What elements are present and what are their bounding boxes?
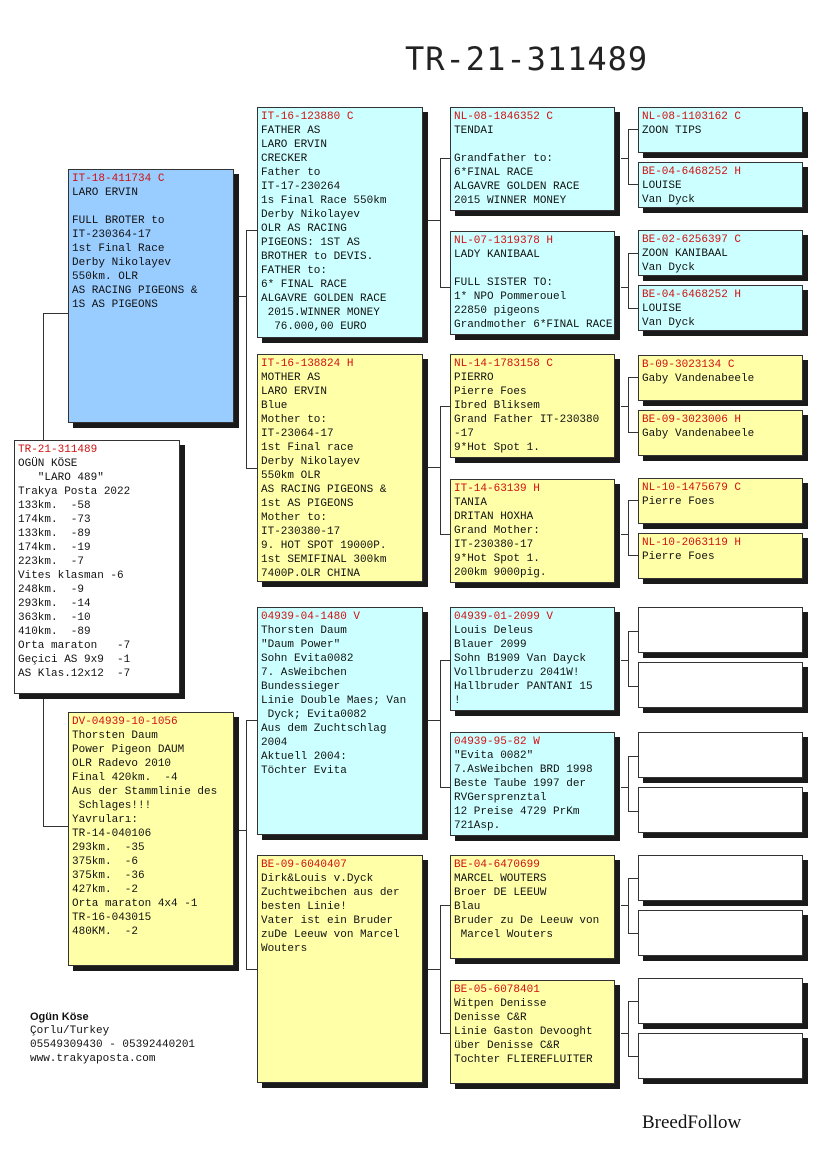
pedigree-card-ddds (638, 978, 803, 1024)
ring-number: NL-08-1846352 C (454, 111, 554, 123)
ring-number: IT-14-63139 H (454, 483, 540, 495)
pedigree-card-sdds: NL-10-1475679 C Pierre Foes (638, 478, 803, 524)
pedigree-card-ddsd (638, 910, 803, 956)
pedigree-card-ssd: NL-07-1319378 H LADY KANIBAAL FULL SISTE… (450, 231, 615, 335)
ring-number: IT-16-123880 C (261, 111, 354, 123)
pigeon-notes: Thorsten Daum Power Pigeon DAUM OLR Rade… (72, 730, 218, 938)
pigeon-notes: LARO ERVIN FULL BROTER to IT-230364-17 1… (72, 187, 198, 311)
pigeon-notes: FATHER AS LARO ERVIN CRECKER Father to I… (261, 125, 387, 333)
pigeon-notes: "Evita 0082" 7.AsWeibchen BRD 1998 Beste… (454, 750, 593, 832)
ring-number: DV-04939-10-1056 (72, 716, 178, 728)
ring-number: BE-04-6470699 (454, 859, 540, 871)
pigeon-notes: ZOON TIPS (642, 125, 702, 137)
ring-number: NL-14-1783158 C (454, 358, 554, 370)
pigeon-notes: Gaby Vandenabeele (642, 428, 755, 440)
pedigree-card-ssds: BE-02-6256397 C ZOON KANIBAAL Van Dyck (638, 230, 803, 276)
pedigree-card-dsdd (638, 787, 803, 833)
ring-number: TR-21-311489 (18, 444, 98, 456)
pigeon-notes: Pierre Foes (642, 551, 715, 563)
pedigree-card-dam-dam: BE-09-6040407 Dirk&Louis v.Dyck Zuchtwei… (257, 855, 423, 1083)
ring-number: B-09-3023134 C (642, 359, 735, 371)
pedigree-card-ddss (638, 855, 803, 901)
pedigree-card-ssdd: BE-04-6468252 H LOUISE Van Dyck (638, 285, 803, 331)
pedigree-card-sssd: BE-04-6468252 H LOUISE Van Dyck (638, 162, 803, 208)
pigeon-notes: PIERRO Pierre Foes Ibred Bliksem Grand F… (454, 372, 600, 454)
pedigree-card-dss: 04939-01-2099 V Louis Deleus Blauer 2099… (450, 607, 615, 711)
ring-number: 04939-95-82 W (454, 736, 540, 748)
ring-number: NL-10-1475679 C (642, 482, 742, 494)
pigeon-notes: MOTHER AS LARO ERVIN Blue Mother to: IT-… (261, 372, 387, 580)
ring-number: BE-09-6040407 (261, 859, 347, 871)
ring-number: NL-10-2063119 H (642, 537, 742, 549)
owner-phones: 05549309430 - 05392440201 (30, 1039, 196, 1051)
pedigree-card-dsd: 04939-95-82 W "Evita 0082" 7.AsWeibchen … (450, 732, 615, 836)
owner-location: Çorlu/Turkey (30, 1025, 110, 1037)
ring-number: IT-18-411734 C (72, 173, 165, 185)
pedigree-card-dam-sire: 04939-04-1480 V Thorsten Daum "Daum Powe… (257, 607, 423, 835)
pedigree-card-dds: BE-04-6470699 MARCEL WOUTERS Broer DE LE… (450, 855, 615, 959)
pedigree-card-sss: NL-08-1846352 C TENDAI Grandfather to: 6… (450, 107, 615, 211)
ring-number: BE-02-6256397 C (642, 234, 742, 246)
pigeon-notes: Witpen Denisse Denisse C&R Linie Gaston … (454, 998, 593, 1066)
pedigree-card-dsds (638, 732, 803, 778)
pigeon-notes: Gaby Vandenabeele (642, 373, 755, 385)
pedigree-card-sire: IT-18-411734 C LARO ERVIN FULL BROTER to… (68, 169, 234, 423)
ring-number: IT-16-138824 H (261, 358, 354, 370)
ring-number: BE-09-3023006 H (642, 414, 742, 426)
pedigree-card-dssd (638, 662, 803, 708)
pigeon-notes: LOUISE Van Dyck (642, 180, 695, 206)
ring-number: 04939-04-1480 V (261, 611, 361, 623)
pedigree-card-sdd: IT-14-63139 H TANIA DRITAN HOXHA Grand M… (450, 479, 615, 583)
brand-logo: BreedFollow (642, 1112, 742, 1133)
pigeon-notes: MARCEL WOUTERS Broer DE LEEUW Blau Brude… (454, 873, 600, 941)
pedigree-card-ddd: BE-05-6078401 Witpen Denisse Denisse C&R… (450, 980, 615, 1084)
pedigree-card-subject: TR-21-311489 OGÜN KÖSE "LARO 489" Trakya… (14, 440, 180, 694)
pigeon-notes: Pierre Foes (642, 496, 715, 508)
pedigree-title: TR-21-311489 (405, 40, 649, 78)
pigeon-notes: OGÜN KÖSE "LARO 489" Trakya Posta 2022 1… (18, 458, 131, 680)
ring-number: NL-08-1103162 C (642, 111, 742, 123)
pigeon-notes: Dirk&Louis v.Dyck Zuchtweibchen aus der … (261, 873, 400, 955)
pedigree-card-dam: DV-04939-10-1056 Thorsten Daum Power Pig… (68, 712, 234, 966)
pedigree-card-sddd: NL-10-2063119 H Pierre Foes (638, 533, 803, 579)
pigeon-notes: LADY KANIBAAL FULL SISTER TO: 1* NPO Pom… (454, 249, 613, 331)
pigeon-notes: Thorsten Daum "Daum Power" Sohn Evita008… (261, 625, 407, 777)
pedigree-card-sdsd: BE-09-3023006 H Gaby Vandenabeele (638, 410, 803, 456)
owner-info: Ogün Köse Çorlu/Turkey 05549309430 - 053… (30, 1010, 195, 1066)
pigeon-notes: TANIA DRITAN HOXHA Grand Mother: IT-2303… (454, 497, 547, 579)
pigeon-notes: LOUISE Van Dyck (642, 303, 695, 329)
pigeon-notes: TENDAI Grandfather to: 6*FINAL RACE ALGA… (454, 125, 580, 207)
ring-number: BE-04-6468252 H (642, 166, 742, 178)
ring-number: 04939-01-2099 V (454, 611, 554, 623)
pedigree-card-sire-sire: IT-16-123880 C FATHER AS LARO ERVIN CREC… (257, 107, 423, 338)
pedigree-card-sds: NL-14-1783158 C PIERRO Pierre Foes Ibred… (450, 354, 615, 458)
pedigree-card-sdss: B-09-3023134 C Gaby Vandenabeele (638, 355, 803, 401)
pigeon-notes: Louis Deleus Blauer 2099 Sohn B1909 Van … (454, 625, 593, 707)
owner-website: www.trakyaposta.com (30, 1053, 156, 1065)
ring-number: BE-04-6468252 H (642, 289, 742, 301)
pedigree-card-sire-dam: IT-16-138824 H MOTHER AS LARO ERVIN Blue… (257, 354, 423, 582)
ring-number: NL-07-1319378 H (454, 235, 554, 247)
pedigree-card-dddd (638, 1033, 803, 1079)
pigeon-notes: ZOON KANIBAAL Van Dyck (642, 248, 728, 274)
pedigree-card-ssss: NL-08-1103162 C ZOON TIPS (638, 107, 803, 153)
pedigree-card-dsss (638, 607, 803, 653)
owner-name: Ogün Köse (30, 1011, 89, 1023)
ring-number: BE-05-6078401 (454, 984, 540, 996)
